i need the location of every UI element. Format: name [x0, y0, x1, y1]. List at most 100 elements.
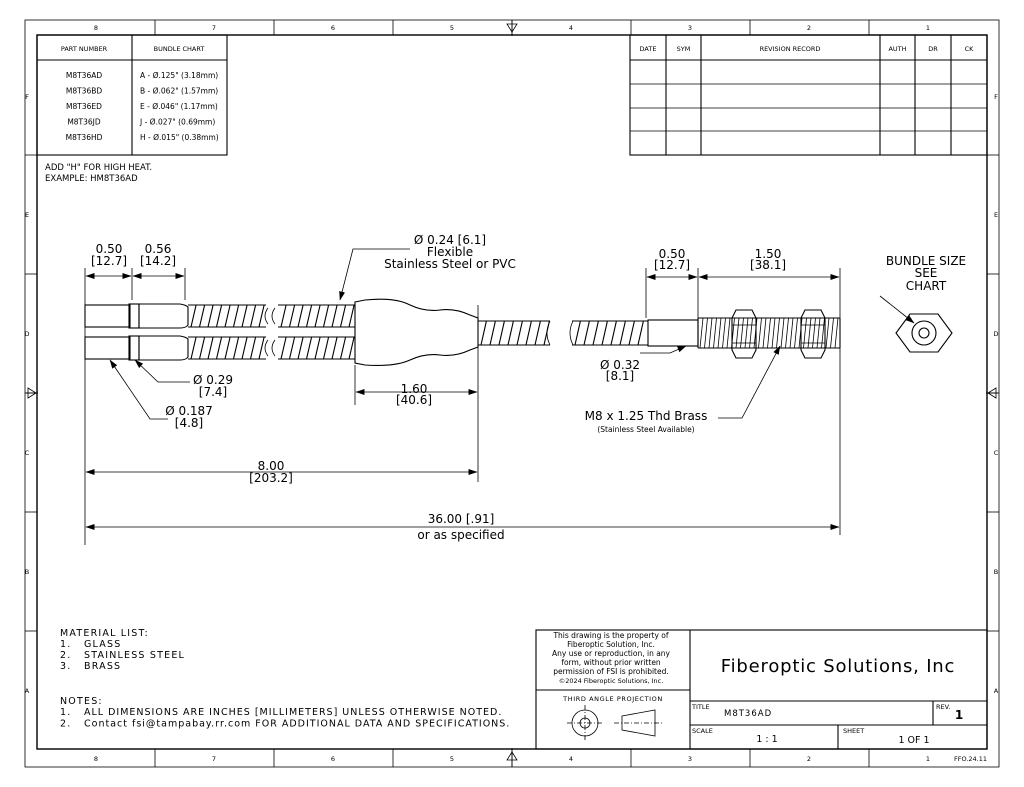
bundle-size-entry: J - Ø.027" (0.69mm) [139, 118, 215, 127]
title-value: M8T36AD [724, 709, 772, 719]
zone-col-top: 2 [807, 24, 811, 32]
zone-row-right: A [994, 687, 999, 695]
material-list-title: MATERIAL LIST: [60, 628, 149, 639]
bundle-size-entry: E - Ø.046" (1.17mm) [140, 102, 218, 111]
note-number: 2. [60, 719, 71, 730]
material-item-number: 3. [60, 661, 71, 672]
dim-overall-value: 36.00 [.91] [428, 512, 495, 526]
bundle-size-entry: B - Ø.062" (1.57mm) [140, 87, 218, 96]
property-notice-line: Any use or reproduction, in any [552, 649, 671, 658]
zone-col-top: 4 [569, 24, 573, 32]
cable-assembly [84, 298, 953, 366]
dim-d0187-mm: [4.8] [175, 416, 203, 430]
dim-thread-len-mm: [38.1] [750, 258, 786, 272]
property-notice-line: form, without prior written [561, 658, 661, 667]
property-notice-line: This drawing is the property of [552, 631, 668, 640]
bundle-chart-header-part: PART NUMBER [61, 45, 108, 53]
high-heat-example: EXAMPLE: HM8T36AD [45, 174, 138, 184]
title-label: TITLE [691, 703, 710, 711]
ferrule-upper [138, 303, 189, 329]
zone-col-top: 3 [688, 24, 692, 32]
thread-callout-alt: (Stainless Steel Available) [597, 425, 694, 434]
bundle-size-see: SEE [915, 266, 938, 280]
dim-tube-mm: [12.7] [654, 258, 690, 272]
zone-row-right: F [994, 93, 998, 101]
title-block: This drawing is the property ofFiberopti… [535, 629, 988, 750]
rev-header-record: REVISION RECORD [760, 45, 821, 53]
material-item-number: 1. [60, 639, 71, 650]
bundle-part-number: M8T36JD [67, 118, 101, 127]
bundle-part-number: M8T36ED [66, 102, 102, 111]
rev-header-dr: DR [928, 45, 938, 53]
bundle-size-label: BUNDLE SIZE [886, 254, 966, 268]
dim-d032-value: Ø 0.32 [600, 358, 640, 372]
material-item-name: GLASS [84, 639, 121, 650]
dim-tube-value: 0.50 [659, 247, 686, 261]
dim-d029-mm: [7.4] [199, 385, 227, 399]
scale-label: SCALE [692, 727, 713, 735]
note-number: 1. [60, 707, 71, 718]
zone-row-right: D [993, 330, 998, 338]
note-text: Contact fsi@tampabay.rr.com FOR ADDITION… [84, 719, 510, 730]
bundle-size-entry: H - Ø.015" (0.38mm) [140, 133, 219, 142]
projection-label: THIRD ANGLE PROJECTION [562, 695, 663, 703]
splice-body [354, 298, 479, 366]
dim-sheath-dia: Ø 0.24 [6.1] [414, 233, 486, 247]
dim-d029-value: Ø 0.29 [193, 373, 233, 387]
sheet-value: 1 OF 1 [898, 735, 929, 746]
zone-col-bottom: 2 [807, 755, 811, 763]
note-text: ALL DIMENSIONS ARE INCHES [MILLIMETERS] … [84, 707, 502, 718]
ferrule-lower [138, 335, 189, 361]
material-item-number: 2. [60, 650, 71, 661]
dim-leg-value: 8.00 [258, 459, 285, 473]
dimension-labels: 0.50 [12.7] 0.56 [14.2] Ø 0.24 [6.1] Fle… [91, 233, 966, 542]
steel-tube [647, 319, 699, 347]
spring-upper-left [188, 304, 266, 328]
bundle-end-view [895, 313, 953, 353]
rev-header-date: DATE [640, 45, 657, 53]
spring-upper-right [278, 304, 355, 328]
dim-split-value: 1.60 [401, 382, 428, 396]
revision-record-table: DATE SYM REVISION RECORD AUTH DR CK [629, 34, 988, 156]
dim-sheath-material: Stainless Steel or PVC [384, 257, 516, 271]
sheet-label: SHEET [843, 727, 864, 735]
dim-split-mm: [40.6] [396, 393, 432, 407]
zone-col-bottom: 1 [926, 755, 930, 763]
zone-col-bottom: 8 [94, 755, 98, 763]
zone-row-left: B [25, 568, 29, 576]
notes-title: NOTES: [60, 696, 103, 707]
dim-tip-value: 0.50 [96, 242, 123, 256]
dim-tip-mm: [12.7] [91, 254, 127, 268]
dim-leg-mm: [203.2] [249, 471, 293, 485]
zone-col-bottom: 7 [212, 755, 216, 763]
zone-row-left: A [25, 687, 30, 695]
glass-tip-lower [84, 336, 131, 360]
zone-col-top: 1 [926, 24, 930, 32]
zone-col-bottom: 5 [450, 755, 454, 763]
zone-col-bottom: 3 [688, 755, 692, 763]
bundle-part-number: M8T36HD [66, 133, 103, 142]
material-item-name: STAINLESS STEEL [84, 650, 185, 661]
property-notice-line: Fiberoptic Solution, Inc. [567, 640, 655, 649]
sheath-spring-mid [478, 320, 550, 346]
property-notice-line: permission of FSI is prohibited. [553, 667, 669, 676]
company-name: Fiberoptic Solutions, Inc [721, 656, 955, 677]
dimensions [84, 248, 915, 545]
material-list: MATERIAL LIST: 1. GLASS 2. STAINLESS STEEL 3… [60, 628, 185, 672]
bundle-size-entry: A - Ø.125" (3.18mm) [140, 71, 218, 80]
bundle-part-number: M8T36BD [66, 87, 103, 96]
spring-lower-right [278, 336, 355, 360]
rev-label: REV. [936, 703, 950, 711]
bundle-size-chart: CHART [906, 279, 947, 293]
bundle-chart-header-chart: BUNDLE CHART [154, 45, 205, 53]
form-code: FFO.24.11 [954, 755, 987, 763]
zone-row-left: D [24, 330, 29, 338]
zone-row-right: E [994, 211, 998, 219]
zone-row-left: E [25, 211, 29, 219]
zone-col-top: 5 [450, 24, 454, 32]
hex-nut-right [800, 309, 826, 359]
thread-callout: M8 x 1.25 Thd Brass [585, 409, 708, 423]
